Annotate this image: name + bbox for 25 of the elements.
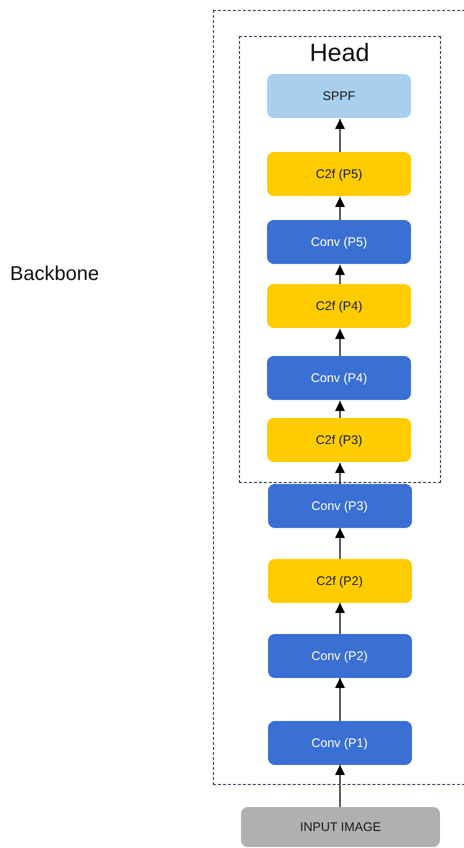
input-box: INPUT IMAGE bbox=[241, 807, 440, 847]
group-heading: Head bbox=[310, 38, 370, 68]
arrow bbox=[335, 265, 345, 285]
layer-box: C2f (P2) bbox=[268, 558, 412, 602]
layer-box: Conv (P4) bbox=[267, 356, 411, 400]
layer-box: Conv (P1) bbox=[268, 720, 412, 764]
layer-box: C2f (P3) bbox=[267, 418, 411, 462]
layer-box: Conv (P2) bbox=[268, 634, 412, 678]
arrow bbox=[335, 119, 345, 153]
layer-box: Conv (P3) bbox=[268, 484, 412, 528]
layer-box: SPPF bbox=[267, 74, 411, 118]
arrow bbox=[335, 463, 345, 484]
layer-box: C2f (P5) bbox=[267, 152, 411, 196]
arrow bbox=[335, 765, 345, 807]
head-group-box bbox=[238, 36, 440, 482]
layer-box: C2f (P4) bbox=[267, 284, 411, 328]
backbone-group-box bbox=[213, 10, 464, 785]
arrow bbox=[335, 401, 345, 419]
layer-box: Conv (P5) bbox=[267, 220, 411, 264]
arrow bbox=[335, 197, 345, 221]
group-label: Backbone bbox=[10, 263, 99, 286]
arrow bbox=[335, 528, 345, 559]
arrow bbox=[335, 329, 345, 357]
arrow bbox=[335, 678, 345, 721]
arrow bbox=[335, 603, 345, 634]
